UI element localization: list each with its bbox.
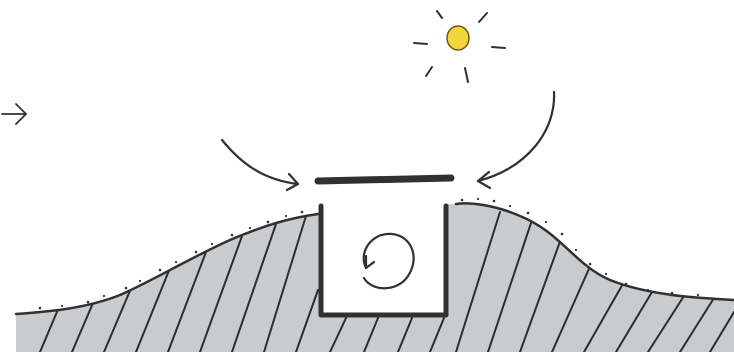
roof-slab [318,178,451,181]
circular-arrow-icon [364,234,414,288]
sun-icon [414,11,505,82]
left-curved-arrow [222,140,298,190]
arrow-right-icon [2,104,26,124]
sunken-room-walls [321,206,446,315]
right-curved-arrow [478,92,554,188]
earth-mound [16,203,734,352]
